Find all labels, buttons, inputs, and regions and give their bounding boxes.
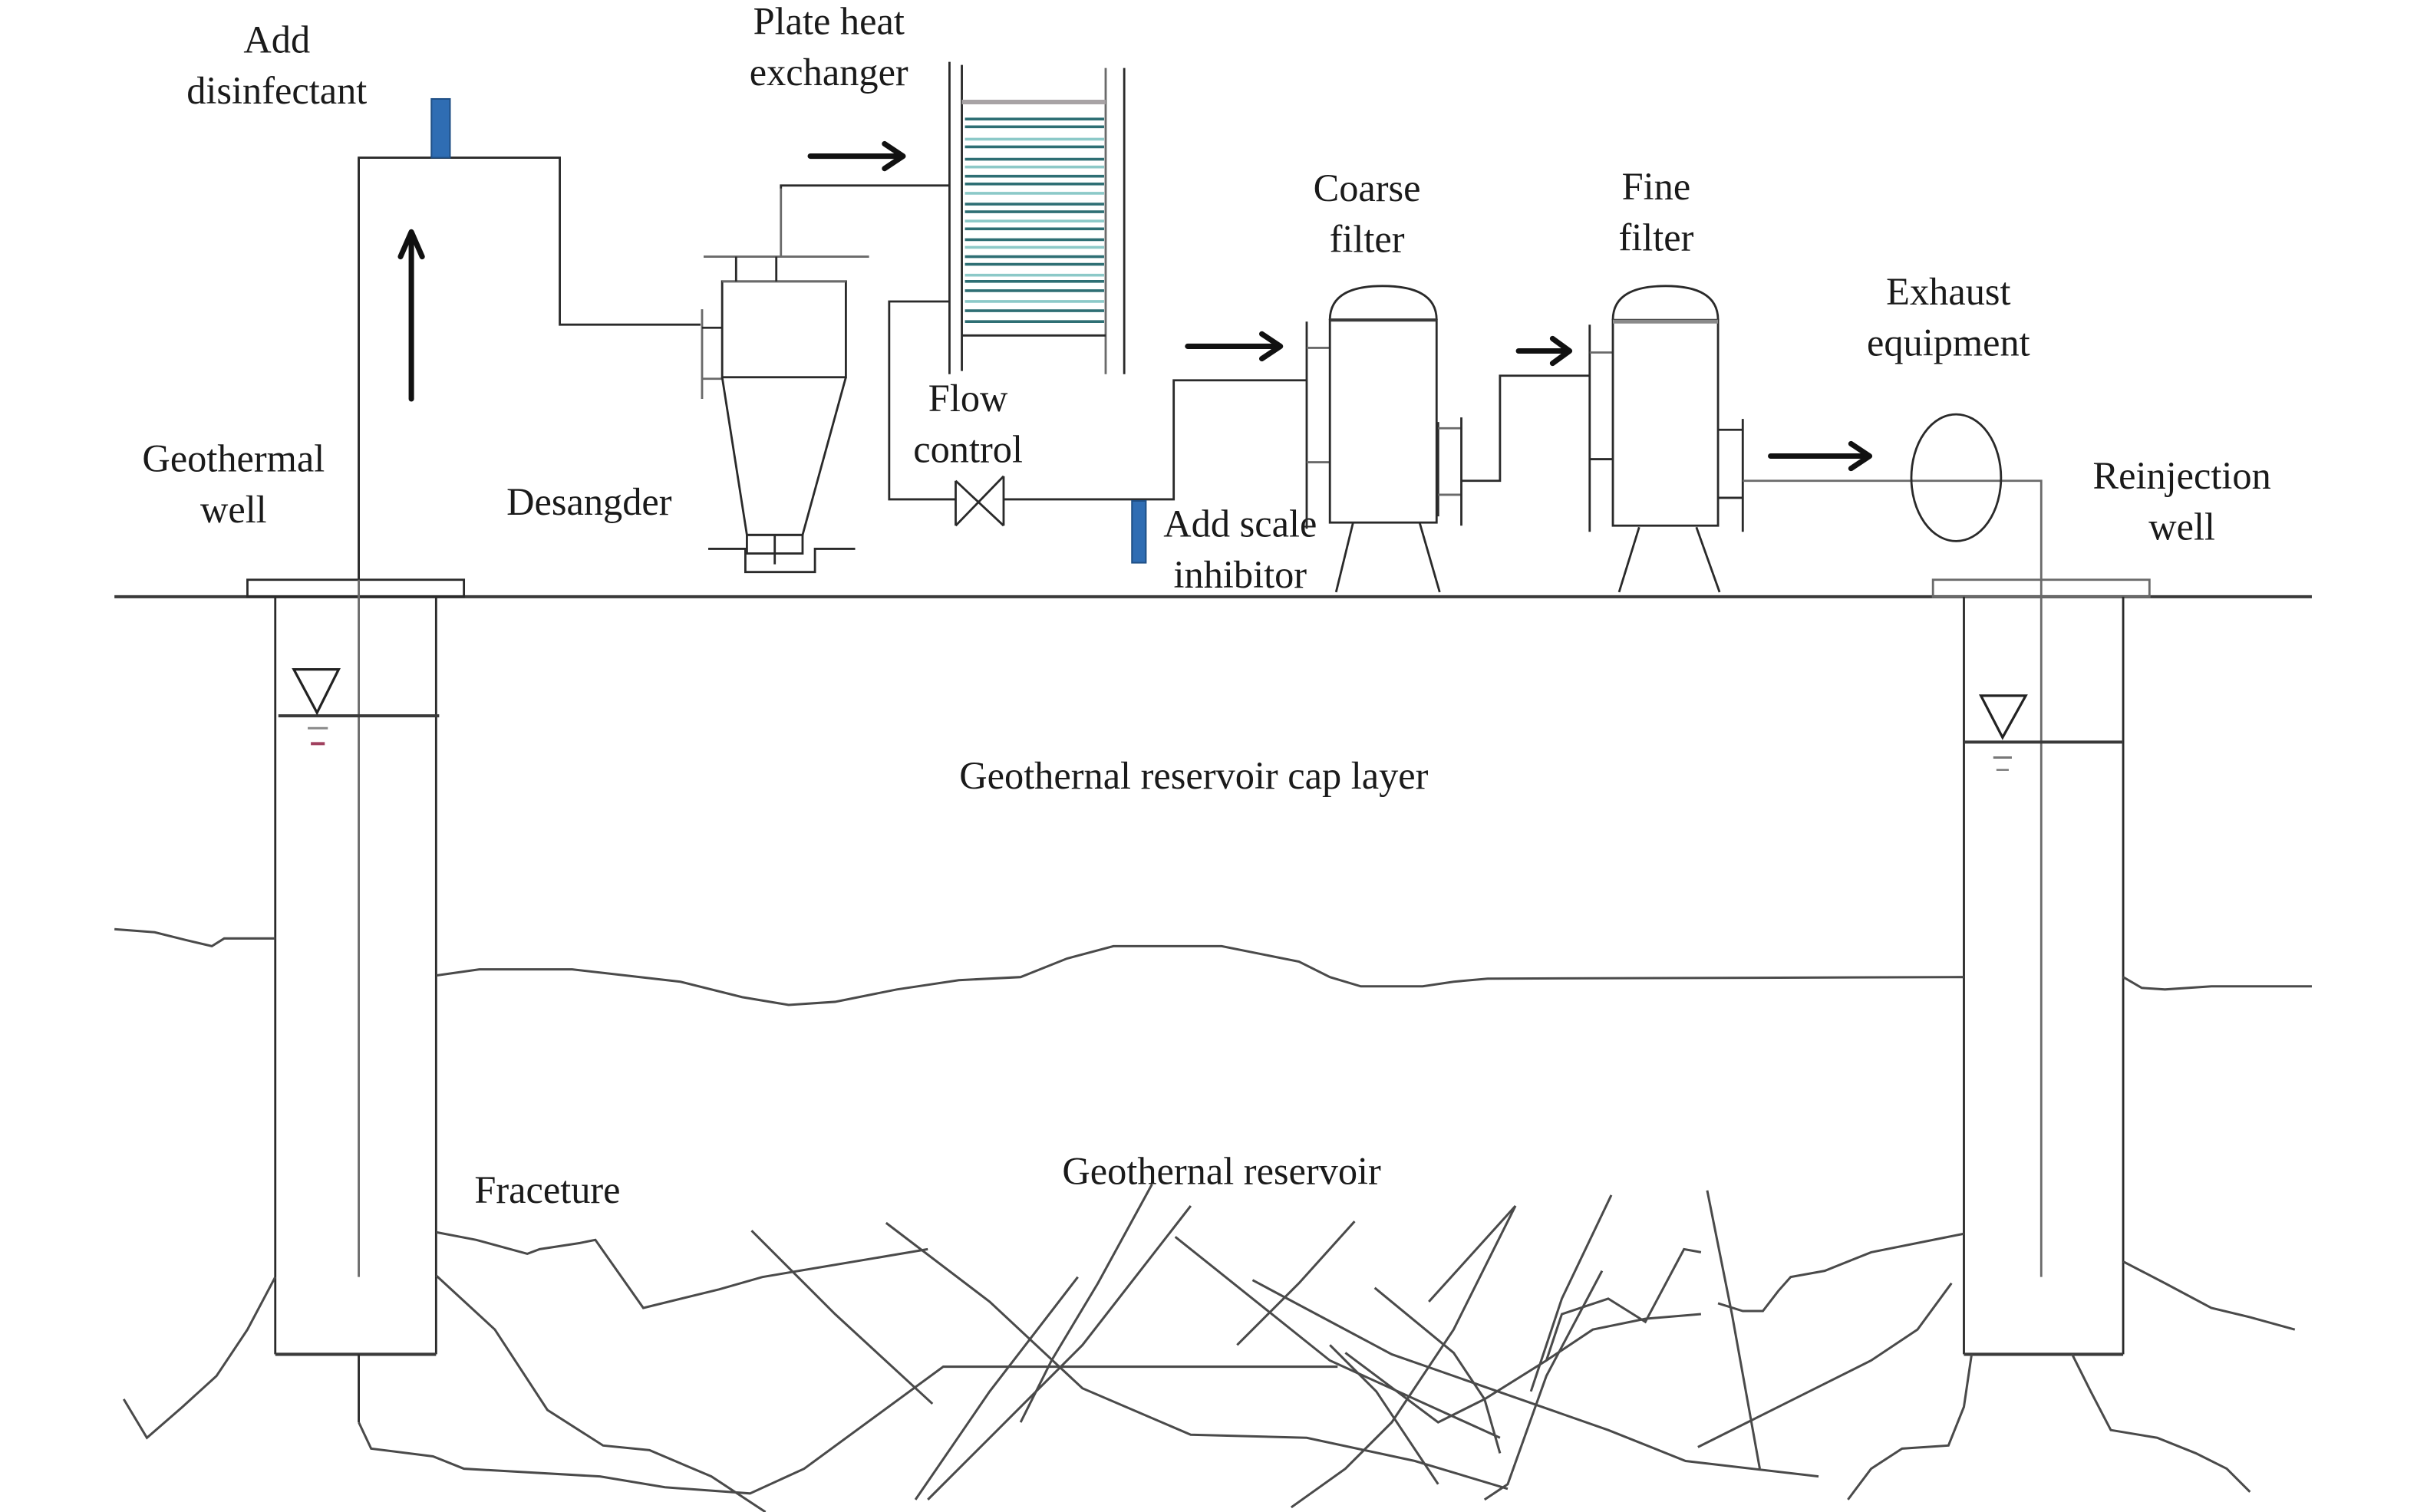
pipe-coarse-to-fine-filter: [1461, 374, 1590, 483]
coarse-filter-label-2: filter: [1330, 218, 1405, 261]
wellhead-cap: [246, 578, 466, 598]
pipe-desander-to-exchanger: [780, 184, 950, 189]
geothermal-well: [246, 157, 466, 1423]
fine-filter-label: Fine: [1622, 165, 1691, 208]
pipe-exchanger-to-valve: [888, 300, 956, 501]
cap-layer-label: Geothernal reservoir cap layer: [959, 754, 1428, 797]
cap-layer-boundary-left: [114, 927, 275, 948]
reinjection-well: [1931, 578, 2151, 1356]
exhaust-equipment-label-2: equipment: [1867, 321, 2030, 364]
up-arrow-icon: [397, 229, 425, 402]
add-scale-inhibitor-label-2: inhibitor: [1174, 553, 1307, 596]
right-arrow-icon: [1768, 440, 1873, 472]
desander-label: Desangder: [506, 480, 672, 523]
fine-filter: [1588, 285, 1744, 593]
flow-control-valve-icon: [955, 475, 1005, 527]
geothermal-well-label-2: well: [200, 488, 267, 531]
add-disinfectant-label-2: disinfectant: [186, 69, 367, 112]
water-level-icon: [292, 668, 341, 716]
reinjection-well-label: Reinjection: [2093, 454, 2271, 497]
disinfectant-dosing-port-icon: [430, 97, 451, 159]
pipe-valve-to-coarse-filter: [1003, 379, 1307, 501]
coarse-filter-label: Coarse: [1314, 166, 1421, 209]
flow-control-label-2: control: [913, 428, 1023, 471]
water-level-icon: [1979, 694, 2028, 740]
right-arrow-icon: [1185, 331, 1284, 362]
riser-pipe: [358, 156, 701, 580]
reinjection-well-label-2: well: [2148, 505, 2215, 548]
wellhead-cap: [1931, 578, 2151, 598]
right-arrow-icon: [807, 140, 906, 172]
plate-heat-exchanger-label: Plate heat: [753, 0, 905, 42]
scale-inhibitor-dosing-port-icon: [1131, 499, 1147, 564]
cap-layer-boundary: [436, 944, 1964, 1006]
right-arrow-icon: [1515, 335, 1573, 367]
plate-heat-exchanger: [948, 61, 1126, 374]
fine-filter-label-2: filter: [1618, 216, 1693, 259]
exhaust-equipment-icon: [1910, 413, 2003, 542]
exhaust-equipment-label: Exhaust: [1886, 270, 2010, 313]
heat-exchanger-plates: [964, 117, 1104, 324]
desander: [701, 188, 869, 574]
flow-control-label: Flow: [928, 377, 1008, 420]
add-scale-inhibitor-label: Add scale: [1163, 502, 1317, 545]
plate-heat-exchanger-label-2: exchanger: [750, 51, 908, 94]
fracture-label: Fraceture: [474, 1168, 620, 1211]
coarse-filter: [1305, 285, 1462, 593]
pipe-fine-filter-to-reinjection: [1743, 479, 2043, 1277]
fracture-network: [122, 1184, 2296, 1512]
geothermal-well-label: Geothermal: [142, 437, 325, 480]
cap-layer-boundary-right: [2122, 976, 2312, 991]
add-disinfectant-label: Add: [243, 18, 310, 61]
reservoir-label: Geothernal reservoir: [1062, 1150, 1381, 1193]
